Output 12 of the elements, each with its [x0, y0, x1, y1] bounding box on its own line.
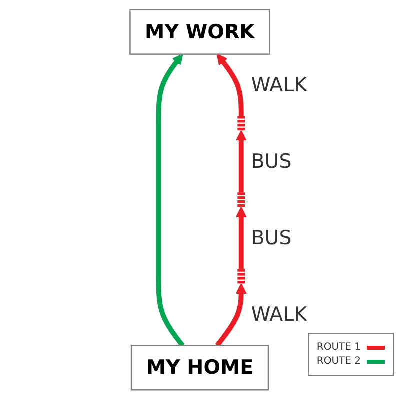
arrow: [216, 54, 244, 116]
edge-label: WALK: [251, 302, 308, 326]
edge-label: BUS: [251, 226, 292, 250]
legend-label: ROUTE 1: [316, 342, 361, 353]
edge-label: BUS: [251, 149, 292, 173]
arrow: [236, 130, 247, 193]
legend-label: ROUTE 2: [316, 356, 361, 367]
arrow: [156, 54, 185, 348]
arrow: [215, 283, 247, 348]
edge-label: WALK: [251, 72, 308, 96]
arrow: [236, 206, 247, 270]
node-box: MY HOME: [130, 345, 270, 391]
